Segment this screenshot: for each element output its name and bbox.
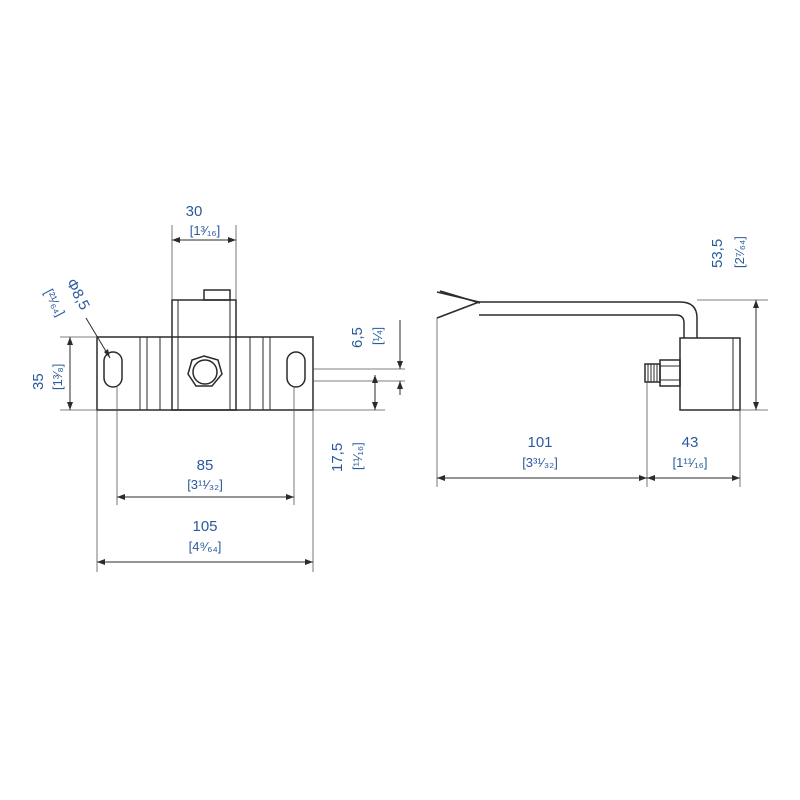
dim-cable-offset: 6,5 [¼] <box>313 320 405 411</box>
dim-height-imperial: [1³⁄₈] <box>50 364 65 390</box>
dim-cable-height: 53,5 [2⁷⁄₆₄] <box>697 236 768 411</box>
dim-side-depth-imperial: [1¹¹⁄₁₆] <box>673 455 708 470</box>
base-plate <box>96 336 314 411</box>
top-tab <box>203 289 231 301</box>
dim-height-metric: 35 <box>30 373 47 390</box>
dim-cable-length: 101 [3³¹⁄₃₂] <box>436 318 648 487</box>
dim-cable-length-metric: 101 <box>527 434 552 451</box>
dim-cable-length-imperial: [3³¹⁄₃₂] <box>522 455 558 470</box>
dim-overall-width-imperial: [4⁹⁄₆₄] <box>189 539 222 554</box>
dim-cable-height-imperial: [2⁷⁄₆₄] <box>732 236 747 268</box>
side-view <box>436 290 741 411</box>
dim-hole-dia: Φ8,5 [²¹⁄₆₄] <box>41 276 111 359</box>
dim-center-height-metric: 17,5 <box>329 443 346 472</box>
side-nut <box>659 359 681 387</box>
dim-top-width: 30 [1³⁄₁₆] <box>171 203 237 300</box>
front-view <box>96 289 314 411</box>
dim-side-depth-metric: 43 <box>682 434 699 451</box>
hex-nut <box>187 355 223 387</box>
dim-hole-dia-metric: Φ8,5 <box>62 276 92 313</box>
dim-center-height-imperial: [¹¹⁄₁₆] <box>350 442 365 470</box>
dim-center-height: 17,5 [¹¹⁄₁₆] <box>329 375 378 472</box>
dim-hole-spacing-imperial: [3¹¹⁄₃₂] <box>187 477 223 492</box>
dim-overall-width-metric: 105 <box>192 518 217 535</box>
dim-overall-width: 105 [4⁹⁄₆₄] <box>96 410 314 572</box>
side-block <box>679 337 741 411</box>
right-slot-hole <box>286 351 306 388</box>
dim-top-width-imperial: [1³⁄₁₆] <box>190 223 221 238</box>
dim-side-depth: 43 [1¹¹⁄₁₆] <box>647 410 741 487</box>
dim-cable-offset-imperial: [¼] <box>370 327 385 345</box>
cable <box>479 301 698 338</box>
dim-cable-offset-metric: 6,5 <box>349 327 366 348</box>
dim-height: 35 [1³⁄₈] <box>30 336 97 411</box>
left-slot-hole <box>103 351 123 388</box>
side-thread <box>644 363 661 383</box>
center-block <box>171 299 237 411</box>
dim-cable-height-metric: 53,5 <box>709 239 726 268</box>
dim-hole-spacing-metric: 85 <box>197 457 214 474</box>
dim-top-width-metric: 30 <box>186 203 203 220</box>
dim-hole-dia-imperial: [²¹⁄₆₄] <box>41 286 68 318</box>
dim-hole-spacing: 85 [3¹¹⁄₃₂] <box>116 387 295 505</box>
